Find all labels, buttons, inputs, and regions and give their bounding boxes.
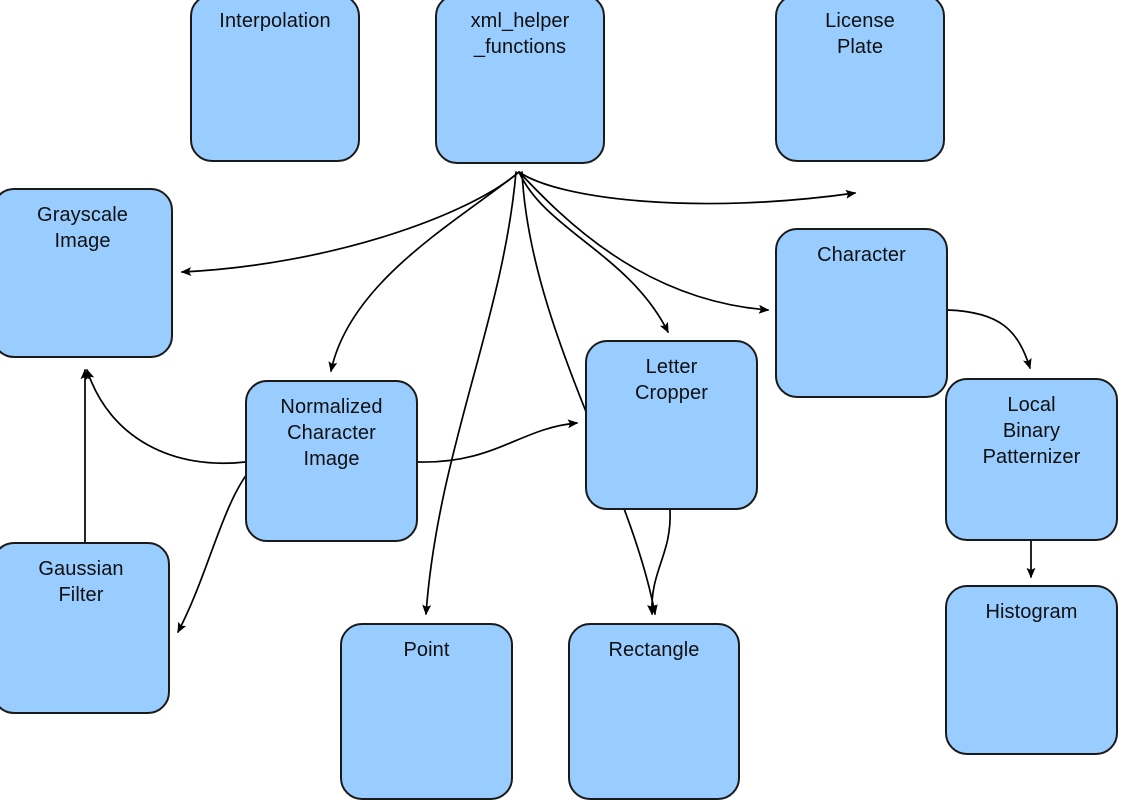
node-interpolation[interactable]: Interpolation: [190, 0, 360, 162]
node-normalized[interactable]: Normalized Character Image: [245, 380, 418, 542]
node-rectangle[interactable]: Rectangle: [568, 623, 740, 800]
node-label-histogram: Histogram: [985, 601, 1078, 623]
node-xml_helper[interactable]: xml_helper _functions: [435, 0, 605, 164]
node-letter_cropper[interactable]: Letter Cropper: [585, 340, 758, 510]
node-label-xml_helper: xml_helper _functions: [470, 10, 570, 58]
node-lbp[interactable]: Local Binary Patternizer: [945, 378, 1118, 541]
edge-letter-cropper-to-rectangle: [647, 509, 671, 616]
edge-xml-to-grayscale: [180, 171, 520, 277]
edge-normalized-to-grayscale: [85, 368, 246, 465]
node-label-license_plate: License Plate: [825, 10, 895, 58]
edge-xml-to-letter-cropper: [518, 171, 669, 334]
edge-xml-to-license-plate: [518, 171, 857, 205]
node-gaussian[interactable]: Gaussian Filter: [0, 542, 170, 714]
node-label-grayscale: Grayscale Image: [37, 204, 128, 252]
node-label-point: Point: [403, 639, 450, 661]
node-character[interactable]: Character: [775, 228, 948, 398]
node-label-normalized: Normalized Character Image: [280, 396, 383, 470]
node-label-interpolation: Interpolation: [219, 10, 331, 32]
edge-normalized-to-gaussian: [177, 469, 251, 634]
node-license_plate[interactable]: License Plate: [775, 0, 945, 162]
node-point[interactable]: Point: [340, 623, 513, 800]
node-grayscale[interactable]: Grayscale Image: [0, 188, 173, 358]
edge-character-to-lbp: [947, 309, 1032, 370]
edge-xml-to-normalized: [328, 171, 520, 373]
node-label-rectangle: Rectangle: [608, 639, 700, 661]
edge-xml-to-character: [518, 171, 770, 314]
node-histogram[interactable]: Histogram: [945, 585, 1118, 755]
node-label-gaussian: Gaussian Filter: [38, 558, 124, 606]
node-label-lbp: Local Binary Patternizer: [982, 394, 1081, 468]
node-label-letter_cropper: Letter Cropper: [635, 356, 708, 404]
edge-xml-to-point: [422, 171, 517, 616]
edge-normalized-to-letter-cropper: [417, 419, 579, 463]
node-label-character: Character: [817, 244, 906, 266]
